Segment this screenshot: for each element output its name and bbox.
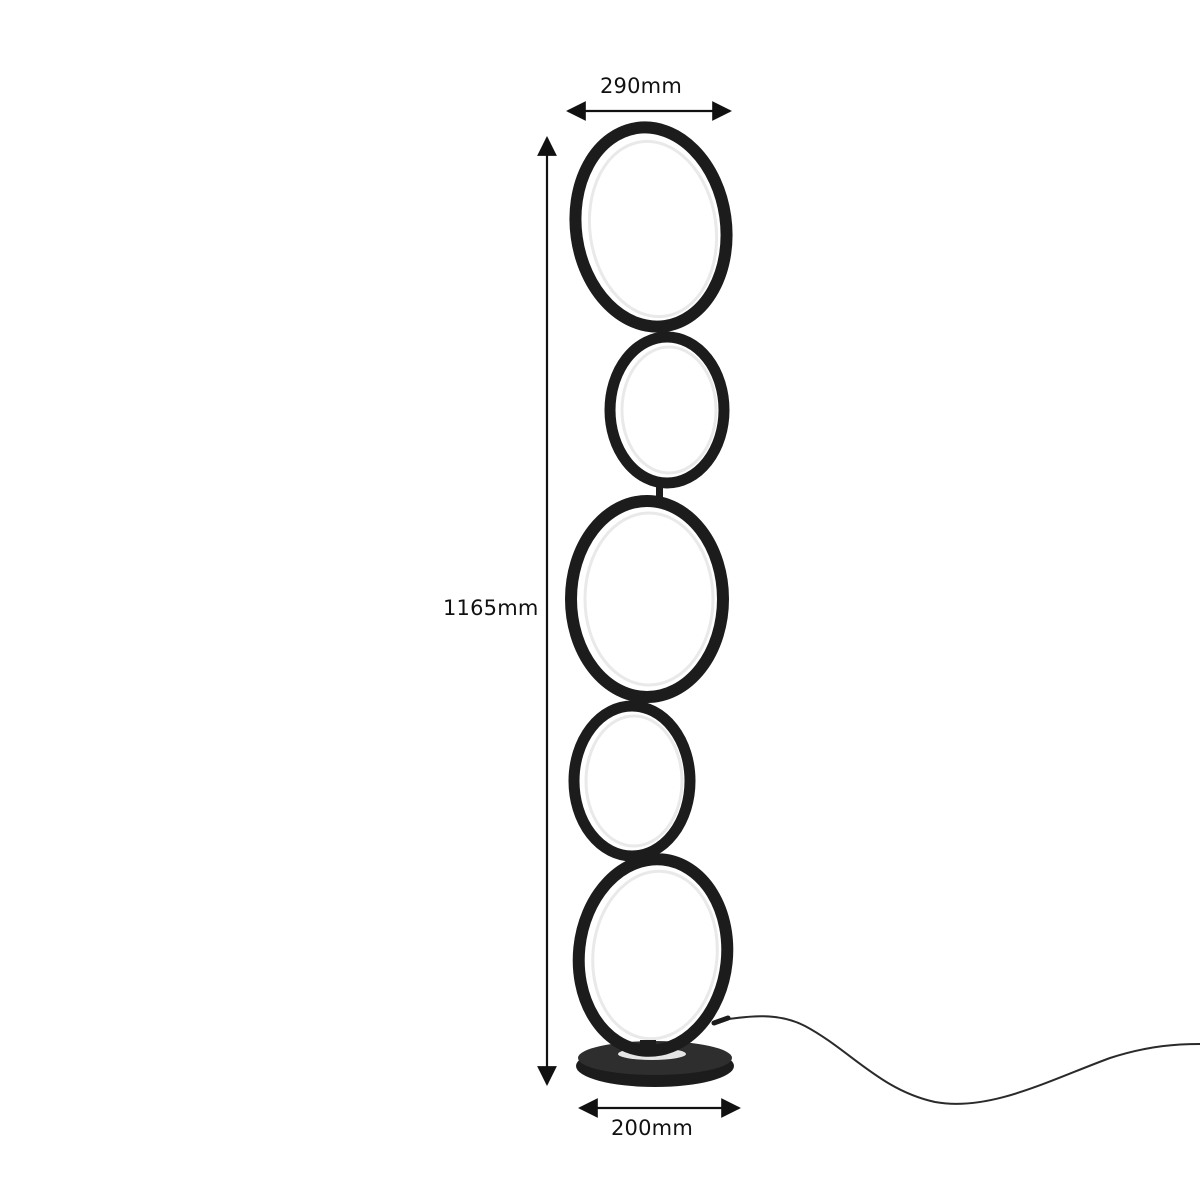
lamp-stem (640, 1040, 656, 1056)
base-dimension-label: 200mm (611, 1116, 693, 1140)
lamp-ring-2 (604, 331, 730, 489)
power-cable (721, 1015, 1200, 1105)
lamp-ring-5 (572, 853, 734, 1057)
cable-plug (711, 1015, 731, 1026)
height-dimension-label: 1165mm (443, 596, 539, 620)
width-dimension-label: 290mm (600, 74, 682, 98)
ring-connector (656, 483, 663, 497)
lamp-ring-1 (569, 121, 733, 333)
lamp-ring-3 (565, 495, 729, 703)
lamp-ring-4 (568, 700, 696, 862)
